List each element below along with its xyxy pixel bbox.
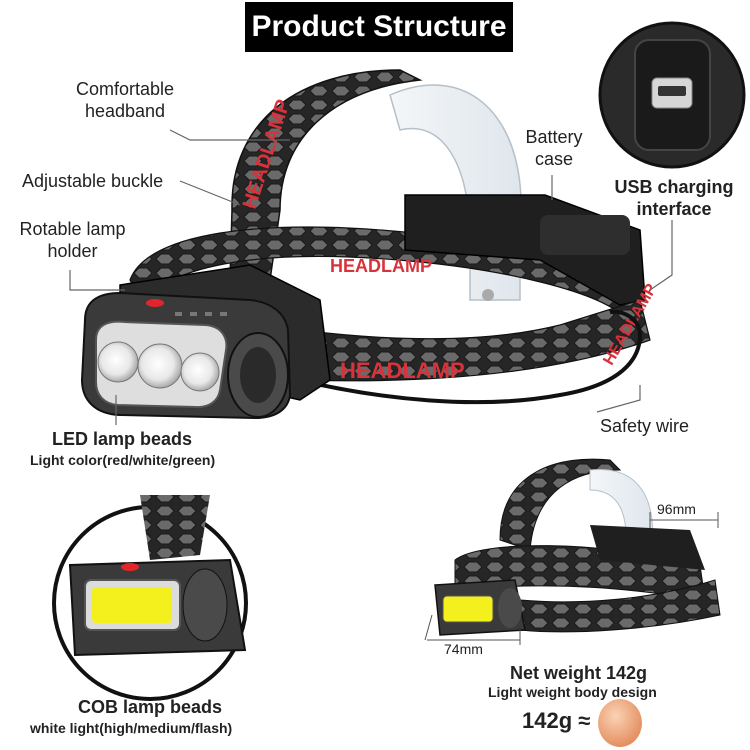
led-bead <box>137 343 183 389</box>
red-indicator <box>146 299 164 307</box>
label-weight-sub: Light weight body design <box>488 684 657 700</box>
battery-cap <box>540 215 630 255</box>
label-dim-96: 96mm <box>657 501 696 517</box>
label-led-sub: Light color(red/white/green) <box>30 452 216 468</box>
label-safety: Safety wire <box>600 416 690 436</box>
rivet <box>482 289 494 301</box>
small-front-strap <box>519 579 721 633</box>
label-weight-eq: 142g ≈ <box>522 708 591 733</box>
cob-panel <box>92 587 172 623</box>
label-led-title: LED lamp beads <box>52 429 193 449</box>
small-cob-panel <box>442 595 494 623</box>
led-bead <box>97 341 139 383</box>
small-battery <box>590 525 705 570</box>
front-strap <box>299 299 651 382</box>
strap-text: HEADLAMP <box>340 358 465 383</box>
label-buckle: Adjustable buckle <box>22 171 164 191</box>
label-cob-title: COB lamp beads <box>78 697 223 717</box>
label-dim-74: 74mm <box>444 641 483 657</box>
led-bead <box>180 352 220 392</box>
egg-icon <box>598 699 642 747</box>
cob-strap <box>140 495 210 560</box>
page-title: Product Structure <box>245 2 513 52</box>
small-top-strap <box>499 458 622 551</box>
strap-text: HEADLAMP <box>330 256 432 276</box>
label-weight-title: Net weight 142g <box>510 663 648 683</box>
indicator-dots <box>175 312 227 316</box>
safety-wire <box>289 309 643 405</box>
label-cob-sub: white light(high/medium/flash) <box>30 720 233 736</box>
